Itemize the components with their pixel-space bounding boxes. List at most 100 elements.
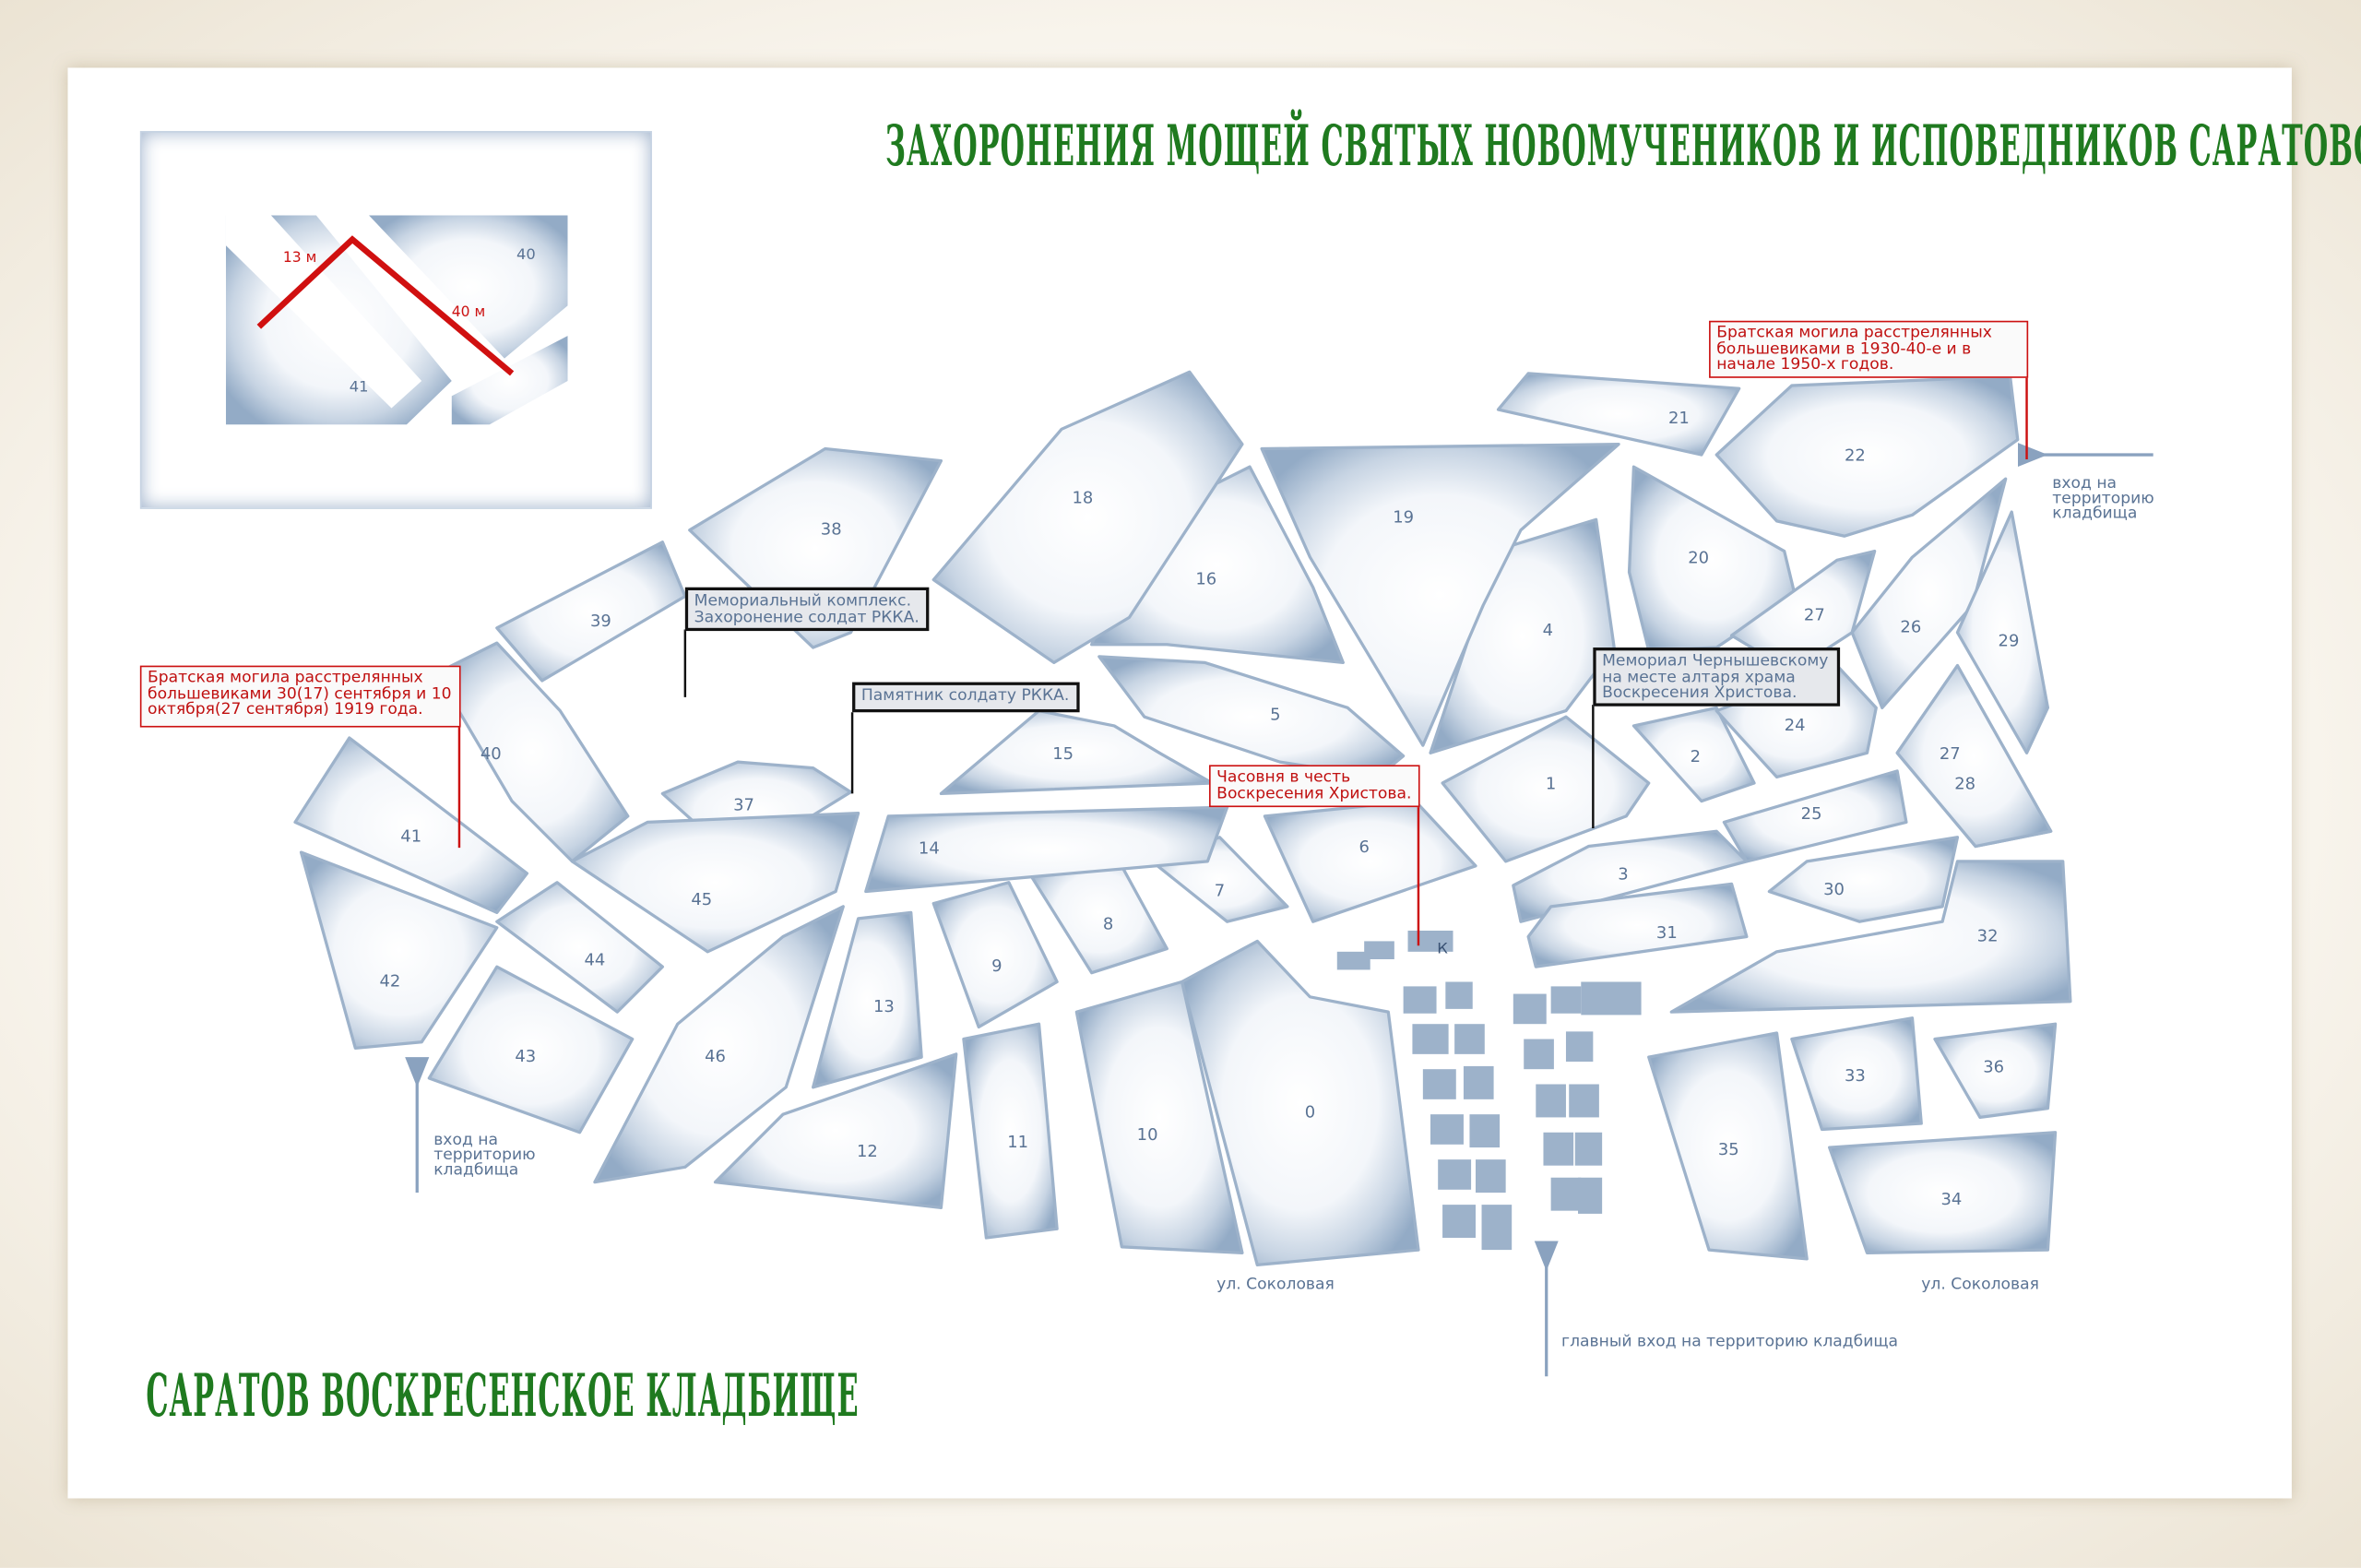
block-2[interactable] bbox=[1631, 706, 1756, 803]
block-11[interactable] bbox=[962, 1022, 1059, 1240]
block-label: 41 bbox=[400, 827, 421, 847]
block-36[interactable] bbox=[1933, 1022, 2058, 1120]
grave-plot bbox=[1463, 1065, 1494, 1099]
inset-block-b: 41 bbox=[350, 377, 369, 395]
grave-plot bbox=[1403, 986, 1437, 1014]
block-label: 37 bbox=[733, 795, 754, 814]
grave-plot bbox=[1543, 1132, 1574, 1166]
block-0[interactable] bbox=[1180, 939, 1420, 1267]
grave-plot bbox=[1475, 1159, 1506, 1194]
grave-plot bbox=[1442, 1205, 1476, 1239]
block-label: 13 bbox=[873, 997, 895, 1016]
block-label: 22 bbox=[1845, 446, 1866, 466]
block-1[interactable] bbox=[1441, 715, 1651, 863]
block-21[interactable] bbox=[1496, 372, 1741, 457]
block-label: 28 bbox=[1954, 775, 1975, 794]
page-subtitle: САРАТОВ ВОСКРЕСЕНСКОЕ КЛАДБИЩЕ bbox=[146, 1362, 860, 1431]
chapel-area: К bbox=[1336, 930, 1642, 1251]
block-35[interactable] bbox=[1647, 1031, 1809, 1261]
block-label: 14 bbox=[919, 839, 940, 859]
block-label: 39 bbox=[590, 612, 611, 631]
grave-plot bbox=[1422, 1069, 1456, 1099]
grave-plot bbox=[1481, 1205, 1513, 1251]
block-3[interactable] bbox=[1512, 829, 1749, 923]
block-43[interactable] bbox=[427, 965, 635, 1134]
block-label: 43 bbox=[515, 1047, 536, 1066]
block-39[interactable] bbox=[495, 540, 687, 683]
block-32[interactable] bbox=[1669, 860, 2072, 1014]
block-29[interactable] bbox=[1955, 510, 2050, 754]
block-41[interactable] bbox=[293, 736, 529, 915]
block-33[interactable] bbox=[1790, 1016, 1923, 1132]
street-label-left: ул. Соколовая bbox=[1216, 1275, 1335, 1294]
block-10[interactable] bbox=[1074, 980, 1244, 1254]
block-26[interactable] bbox=[1850, 477, 2008, 709]
block-12[interactable] bbox=[713, 1052, 958, 1210]
block-30[interactable] bbox=[1767, 836, 1960, 923]
block-31[interactable] bbox=[1526, 882, 1749, 968]
block-label: 44 bbox=[584, 951, 605, 970]
block-label: 24 bbox=[1785, 716, 1806, 735]
inset-detail-map: 13 м 40 м 40 41 bbox=[225, 215, 568, 425]
block-label: 7 bbox=[1215, 881, 1225, 900]
block-label: 36 bbox=[1983, 1057, 2004, 1076]
block-label: 46 bbox=[705, 1047, 726, 1066]
block-25[interactable] bbox=[1722, 769, 1908, 863]
block-label: 10 bbox=[1137, 1125, 1158, 1145]
block-42[interactable] bbox=[299, 850, 499, 1050]
block-45[interactable] bbox=[570, 811, 860, 954]
block-34[interactable] bbox=[1828, 1131, 2058, 1254]
main-entrance-label: главный вход на территорию кладбища bbox=[1561, 1332, 1899, 1351]
block-28[interactable] bbox=[1895, 663, 2053, 849]
inset-dist-a: 13 м bbox=[283, 249, 316, 266]
block-19[interactable] bbox=[1260, 442, 1620, 747]
block-9[interactable] bbox=[931, 881, 1059, 1029]
callout-soldier-monument: Памятник солдату РККА. bbox=[852, 682, 1080, 713]
block-label: 20 bbox=[1688, 549, 1709, 568]
grave-plot bbox=[1469, 1114, 1501, 1148]
page-title: ЗАХОРОНЕНИЯ МОЩЕЙ СВЯТЫХ НОВОМУЧЕНИКОВ И… bbox=[884, 114, 2361, 181]
callout-chapel: Часовня в честь Воскресения Христова. bbox=[1209, 765, 1420, 808]
block-22[interactable] bbox=[1714, 374, 2020, 538]
grave-plot bbox=[1536, 1084, 1566, 1118]
grave-plot bbox=[1430, 1114, 1464, 1145]
block-label: 25 bbox=[1801, 804, 1822, 824]
block-label: 12 bbox=[857, 1142, 878, 1161]
callout-chernyshevsky: Мемориал Чернышевскому на месте алтаря х… bbox=[1593, 647, 1841, 707]
block-6[interactable] bbox=[1263, 799, 1477, 923]
block-label: 34 bbox=[1941, 1190, 1963, 1209]
grave-plot bbox=[1574, 1132, 1603, 1166]
grave-plot bbox=[1513, 993, 1547, 1025]
block-label: 16 bbox=[1195, 569, 1216, 588]
inset-block-40 bbox=[368, 215, 568, 359]
block-label: 18 bbox=[1072, 488, 1093, 507]
grave-plot bbox=[1569, 1084, 1599, 1118]
block-label: 31 bbox=[1656, 923, 1678, 943]
entrance-right-label: вход на территорию кладбища bbox=[2052, 474, 2154, 523]
grave-plot bbox=[1412, 1024, 1449, 1054]
block-13[interactable] bbox=[811, 910, 923, 1089]
block-label: 1 bbox=[1546, 775, 1556, 794]
grave-plot bbox=[1565, 1031, 1594, 1063]
block-40[interactable] bbox=[434, 641, 630, 863]
block-46[interactable] bbox=[593, 905, 845, 1184]
block-label: 19 bbox=[1393, 508, 1414, 528]
block-label: 45 bbox=[691, 890, 712, 909]
block-label: 21 bbox=[1668, 409, 1690, 428]
grave-plot bbox=[1364, 941, 1394, 959]
block-label: 3 bbox=[1618, 864, 1628, 884]
block-label: 26 bbox=[1900, 618, 1921, 637]
street-label-right: ул. Соколовая bbox=[1921, 1275, 2039, 1294]
grave-plot bbox=[1581, 981, 1642, 1016]
inset-dist-b: 40 м bbox=[452, 303, 485, 320]
block-label: 2 bbox=[1691, 747, 1701, 766]
grave-plot bbox=[1454, 1024, 1485, 1054]
inset-block bbox=[451, 336, 568, 425]
block-label: 11 bbox=[1007, 1133, 1028, 1152]
block-44[interactable] bbox=[495, 881, 664, 1014]
block-18[interactable] bbox=[931, 370, 1244, 664]
block-14[interactable] bbox=[864, 805, 1229, 894]
block-15[interactable] bbox=[939, 708, 1214, 796]
